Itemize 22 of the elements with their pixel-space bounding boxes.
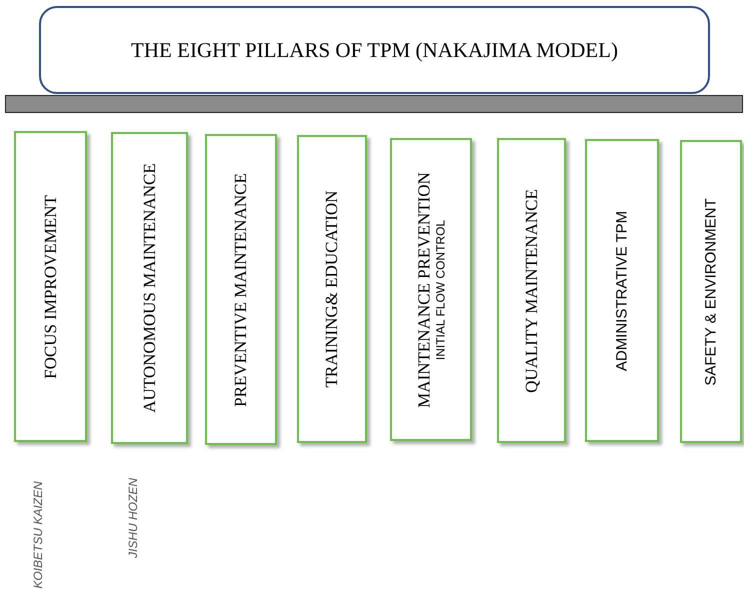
title-text: THE EIGHT PILLARS OF TPM (NAKAJIMA MODEL) bbox=[131, 38, 618, 62]
pillar-box bbox=[497, 138, 566, 443]
japanese-term: KOIBETSU KAIZEN bbox=[31, 481, 45, 589]
pillar-box bbox=[111, 132, 188, 444]
beam-bar bbox=[5, 95, 743, 113]
pillar-label: PREVENTIVE MAINTENANCE bbox=[231, 172, 251, 406]
pillar-subtitle: INITIAL FLOW CONTROL bbox=[434, 219, 448, 360]
pillar-label: MAINTENANCE PREVENTION bbox=[414, 172, 434, 408]
pillar-box bbox=[585, 139, 659, 442]
pillar-label: TRAINING& EDUCATION bbox=[322, 190, 342, 388]
pillar-box bbox=[14, 131, 87, 442]
pillar-box bbox=[205, 134, 277, 445]
pillar-box bbox=[680, 140, 742, 443]
japanese-term: JISHU HOZEN bbox=[126, 478, 140, 558]
pillar-box bbox=[297, 135, 367, 443]
pillar-label: QUALITY MAINTENANCE bbox=[522, 188, 542, 392]
pillar-label: ADMINISTRATIVE TPM bbox=[613, 210, 631, 371]
title-box bbox=[39, 6, 710, 94]
pillar-label: FOCUS IMPROVEMENT bbox=[40, 194, 60, 378]
pillar-box bbox=[390, 138, 472, 441]
pillar-label: AUTONOMOUS MAINTENANCE bbox=[140, 163, 160, 413]
pillar-label: SAFETY & ENVIRONMENT bbox=[702, 198, 720, 386]
